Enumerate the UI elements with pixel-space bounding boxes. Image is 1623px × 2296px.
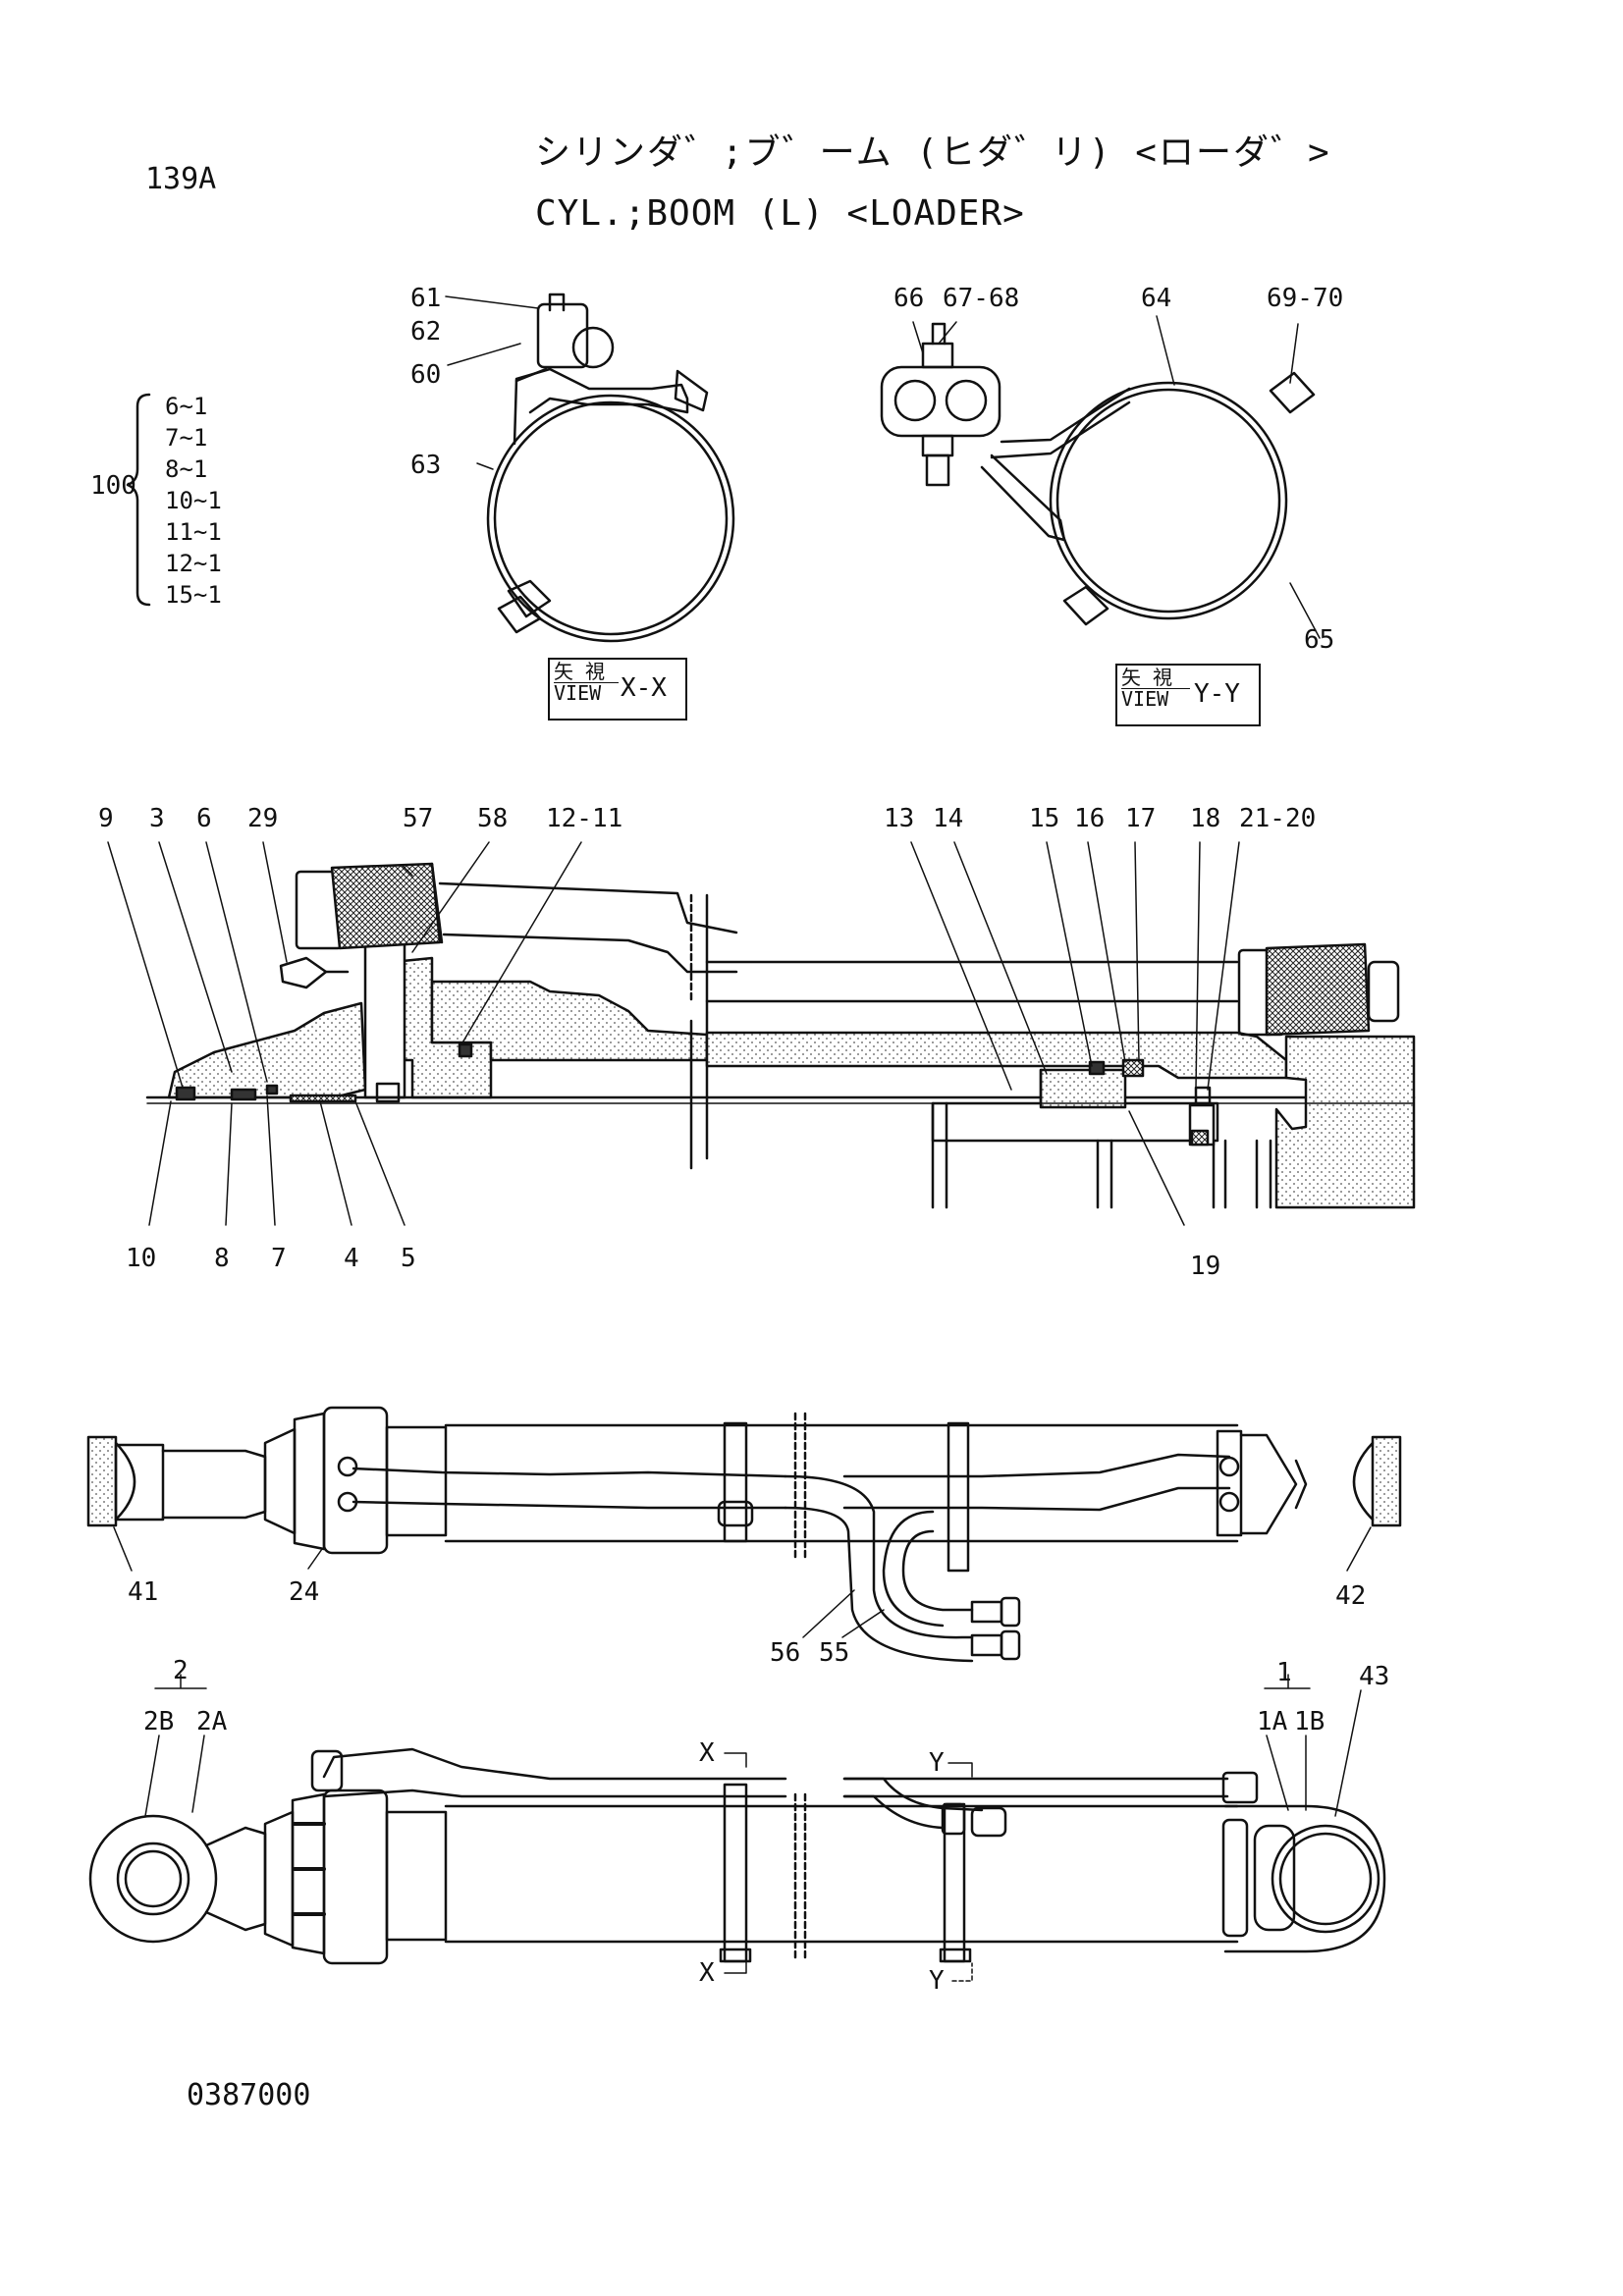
callout-6: 6 [196, 804, 212, 833]
callout-65: 65 [1304, 625, 1334, 655]
callout-13: 13 [884, 804, 914, 833]
callout-9: 9 [98, 804, 114, 833]
callout-66: 66 [893, 284, 924, 313]
callout-24: 24 [289, 1577, 319, 1607]
view-xx-clamp [486, 293, 735, 643]
callout-60: 60 [410, 360, 441, 390]
callout-42: 42 [1335, 1581, 1366, 1611]
plan-view-cylinder [86, 1406, 1402, 1663]
callout-69-70: 69-70 [1267, 284, 1343, 313]
callout-2: 2 [173, 1656, 189, 1685]
page-number: 139A [145, 162, 217, 196]
view-yy-en: VIEW [1121, 688, 1190, 710]
callout-58: 58 [477, 804, 508, 833]
callout-57: 57 [403, 804, 433, 833]
callout-12-11: 12-11 [546, 804, 622, 833]
view-yy-suffix: Y-Y [1194, 679, 1240, 709]
callout-16: 16 [1074, 804, 1105, 833]
callout-1A: 1A [1257, 1707, 1288, 1736]
callout-62: 62 [410, 317, 441, 347]
kit-item: 10~1 [165, 487, 222, 514]
view-xx-suffix: X-X [621, 673, 667, 703]
section-mark-y-top: Y [929, 1748, 945, 1778]
callout-2A: 2A [196, 1707, 228, 1736]
side-view-cylinder [88, 1747, 1386, 1965]
view-xx-en: VIEW [554, 682, 619, 704]
callout-19: 19 [1190, 1252, 1220, 1281]
callout-10: 10 [126, 1244, 156, 1273]
callout-41: 41 [128, 1577, 158, 1607]
section-mark-y-bottom: Y [929, 1966, 945, 1996]
title-english: CYL.;BOOM (L) <LOADER> [535, 193, 1025, 234]
callout-15: 15 [1029, 804, 1059, 833]
callout-63: 63 [410, 451, 441, 480]
callout-1: 1 [1276, 1658, 1292, 1687]
callout-17: 17 [1125, 804, 1156, 833]
kit-item: 7~1 [165, 424, 208, 452]
callout-61: 61 [410, 284, 441, 313]
kit-item: 6~1 [165, 393, 208, 420]
view-xx-box: 矢 視 VIEW X-X [548, 658, 687, 721]
callout-43: 43 [1359, 1662, 1389, 1691]
callout-14: 14 [933, 804, 963, 833]
callout-18: 18 [1190, 804, 1220, 833]
callout-55: 55 [819, 1638, 849, 1668]
section-view [145, 862, 1416, 1209]
view-yy-jp: 矢 視 [1121, 666, 1173, 689]
kit-item: 12~1 [165, 550, 222, 577]
callout-5: 5 [401, 1244, 416, 1273]
callout-64: 64 [1141, 284, 1171, 313]
callout-21-20: 21-20 [1239, 804, 1316, 833]
section-mark-x-bottom: X [699, 1958, 715, 1988]
leader-lines [107, 295, 1372, 1982]
view-yy-box: 矢 視 VIEW Y-Y [1115, 664, 1261, 726]
callout-4: 4 [344, 1244, 359, 1273]
callout-56: 56 [770, 1638, 800, 1668]
drawing-number: 0387000 [187, 2078, 311, 2112]
kit-item: 11~1 [165, 518, 222, 546]
callout-67-68: 67-68 [943, 284, 1019, 313]
callout-29: 29 [247, 804, 278, 833]
callout-8: 8 [214, 1244, 230, 1273]
view-yy-clamp [880, 322, 1316, 626]
callout-2B: 2B [143, 1707, 174, 1736]
kit-brace [126, 393, 151, 607]
callout-7: 7 [271, 1244, 287, 1273]
callout-3: 3 [149, 804, 165, 833]
kit-item: 8~1 [165, 455, 208, 483]
kit-item: 15~1 [165, 581, 222, 609]
section-mark-x-top: X [699, 1738, 715, 1768]
view-xx-jp: 矢 視 [554, 660, 606, 683]
callout-1B: 1B [1294, 1707, 1325, 1736]
title-japanese: シリンダ゛;ブ゛ーム (ヒダ゛リ) <ローダ゛> [535, 133, 1331, 173]
